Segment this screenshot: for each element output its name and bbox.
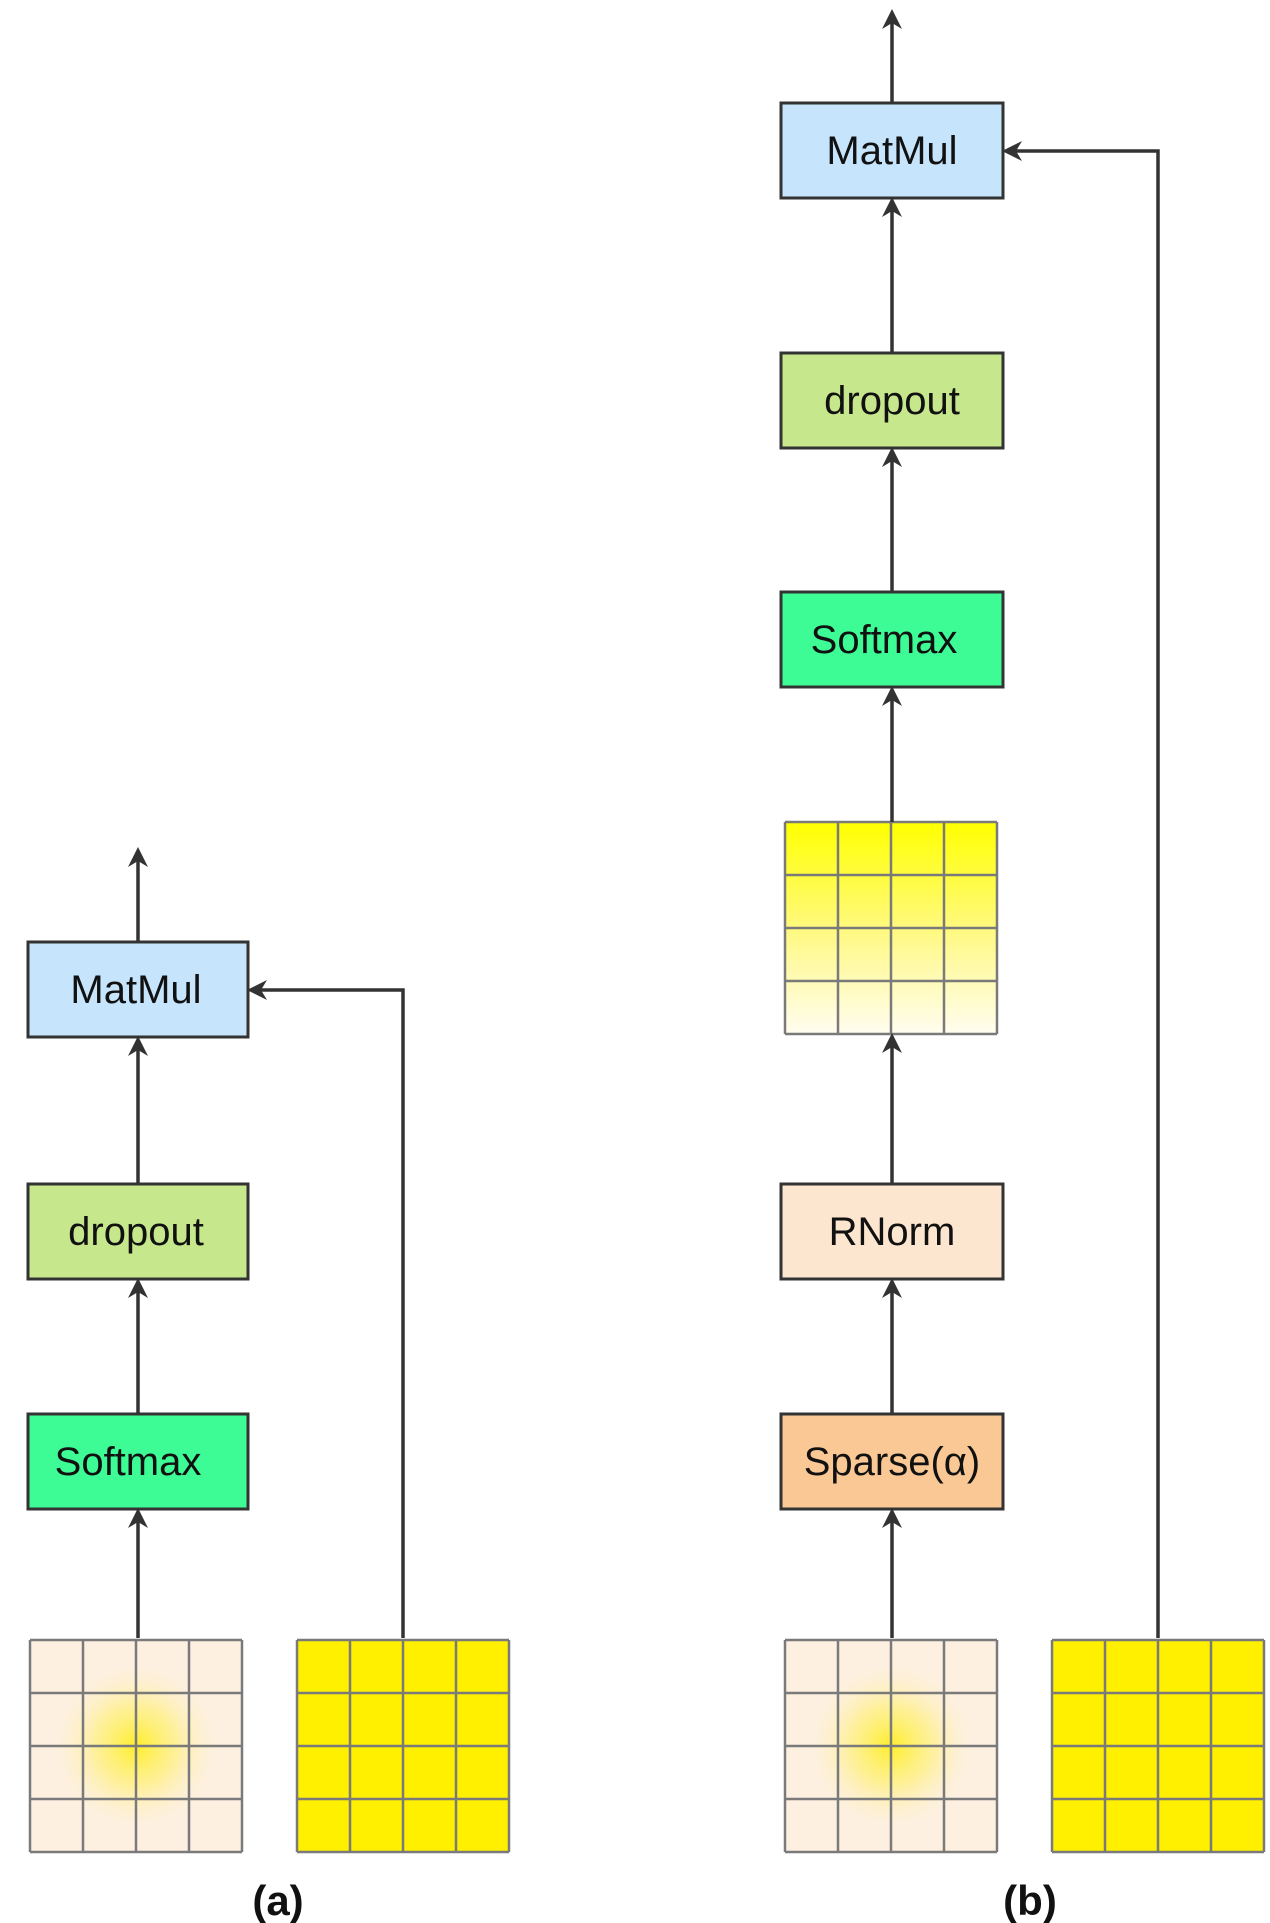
- softmax-box-a: Softmax: [26, 1412, 250, 1511]
- softmax-label-b: Softmax: [811, 618, 958, 662]
- caption-b: (b): [1003, 1877, 1057, 1923]
- matmul-label-b: MatMul: [826, 129, 957, 173]
- dropout-label-a: dropout: [68, 1210, 204, 1254]
- rnorm-label-b: RNorm: [829, 1210, 956, 1254]
- value-matrix-b: [1050, 1638, 1266, 1854]
- matmul-box-a: MatMul: [26, 940, 250, 1039]
- sparse-matrix-b: [783, 820, 999, 1036]
- sparse-label-b: Sparse(α): [804, 1440, 981, 1484]
- panel-a: Softmax dropout MatMul (a): [26, 847, 511, 1923]
- softmax-label-a: Softmax: [55, 1440, 202, 1484]
- dropout-label-b: dropout: [824, 379, 960, 423]
- edge-value-to-matmul-b: [1002, 141, 1160, 1638]
- dropout-box-a: dropout: [26, 1182, 250, 1281]
- caption-a: (a): [252, 1877, 303, 1923]
- matmul-box-b: MatMul: [779, 101, 1005, 200]
- value-matrix-a: [295, 1638, 511, 1854]
- softmax-box-b: Softmax: [779, 590, 1005, 689]
- panel-b: Sparse(α) RNorm Softmax dropout MatMul (…: [779, 9, 1266, 1923]
- rnorm-box-b: RNorm: [779, 1182, 1005, 1281]
- edge-value-to-matmul-a: [247, 980, 405, 1638]
- attention-matrix-b: [783, 1638, 999, 1854]
- dropout-box-b: dropout: [779, 351, 1005, 450]
- sparse-box-b: Sparse(α): [779, 1412, 1005, 1511]
- attention-matrix-a: [28, 1638, 244, 1854]
- matmul-label-a: MatMul: [70, 968, 201, 1012]
